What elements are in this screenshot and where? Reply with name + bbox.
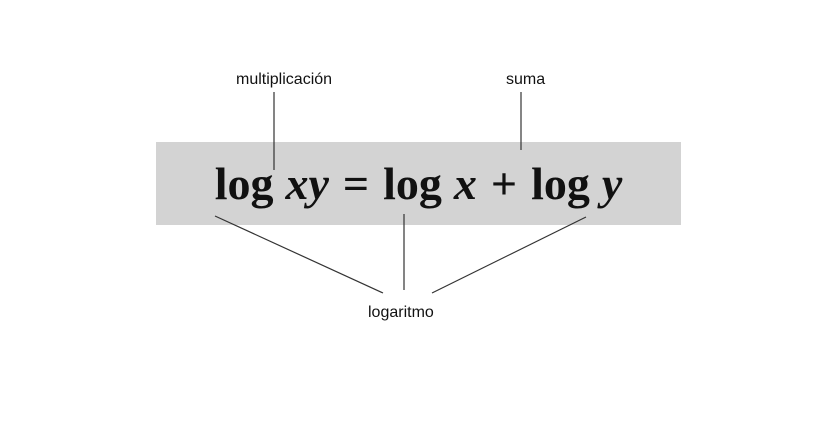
label-multiplication: multiplicación <box>236 71 333 88</box>
formula-log-2: log <box>383 158 442 209</box>
formula-xy: xy <box>285 158 329 209</box>
formula-plus: + <box>490 158 518 209</box>
formula-x: x <box>453 158 477 209</box>
label-logarithm: logaritmo <box>368 304 434 321</box>
formula: log xy = log x + log y <box>156 142 681 225</box>
formula-highlight-box: log xy = log x + log y <box>156 142 681 225</box>
label-sum: suma <box>506 71 546 88</box>
leader-logarithm-right <box>431 216 587 294</box>
formula-log-1: log <box>214 158 274 209</box>
formula-equals: = <box>342 158 370 209</box>
leader-logarithm-left <box>214 215 384 294</box>
formula-y: y <box>601 158 623 209</box>
formula-log-3: log <box>531 158 590 209</box>
